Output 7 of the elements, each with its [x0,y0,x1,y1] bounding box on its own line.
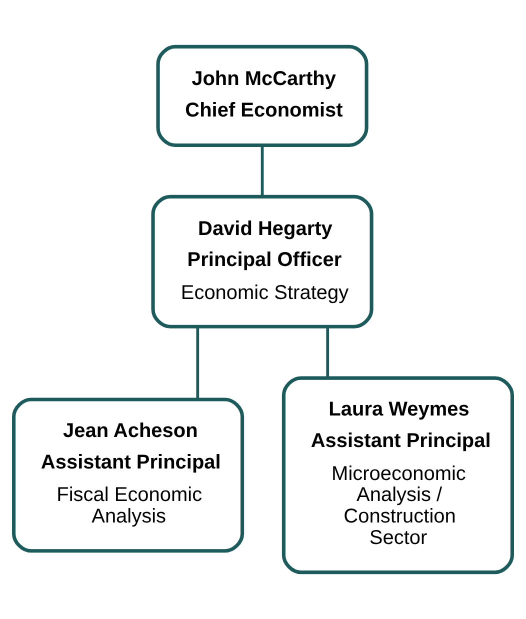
node-box: Jean Acheson Assistant Principal Fiscal Economic Analysis [12,398,244,553]
connector [326,326,330,378]
connector [260,146,264,197]
node-box: David Hegarty Principal Officer Economic Strategy [151,194,374,328]
connector [196,326,200,400]
node-box: John McCarthy Chief Economist [156,44,368,148]
node-box: Laura Weymes Assistant Principal Microeconomic Analysis / Construction Sector [282,376,514,574]
